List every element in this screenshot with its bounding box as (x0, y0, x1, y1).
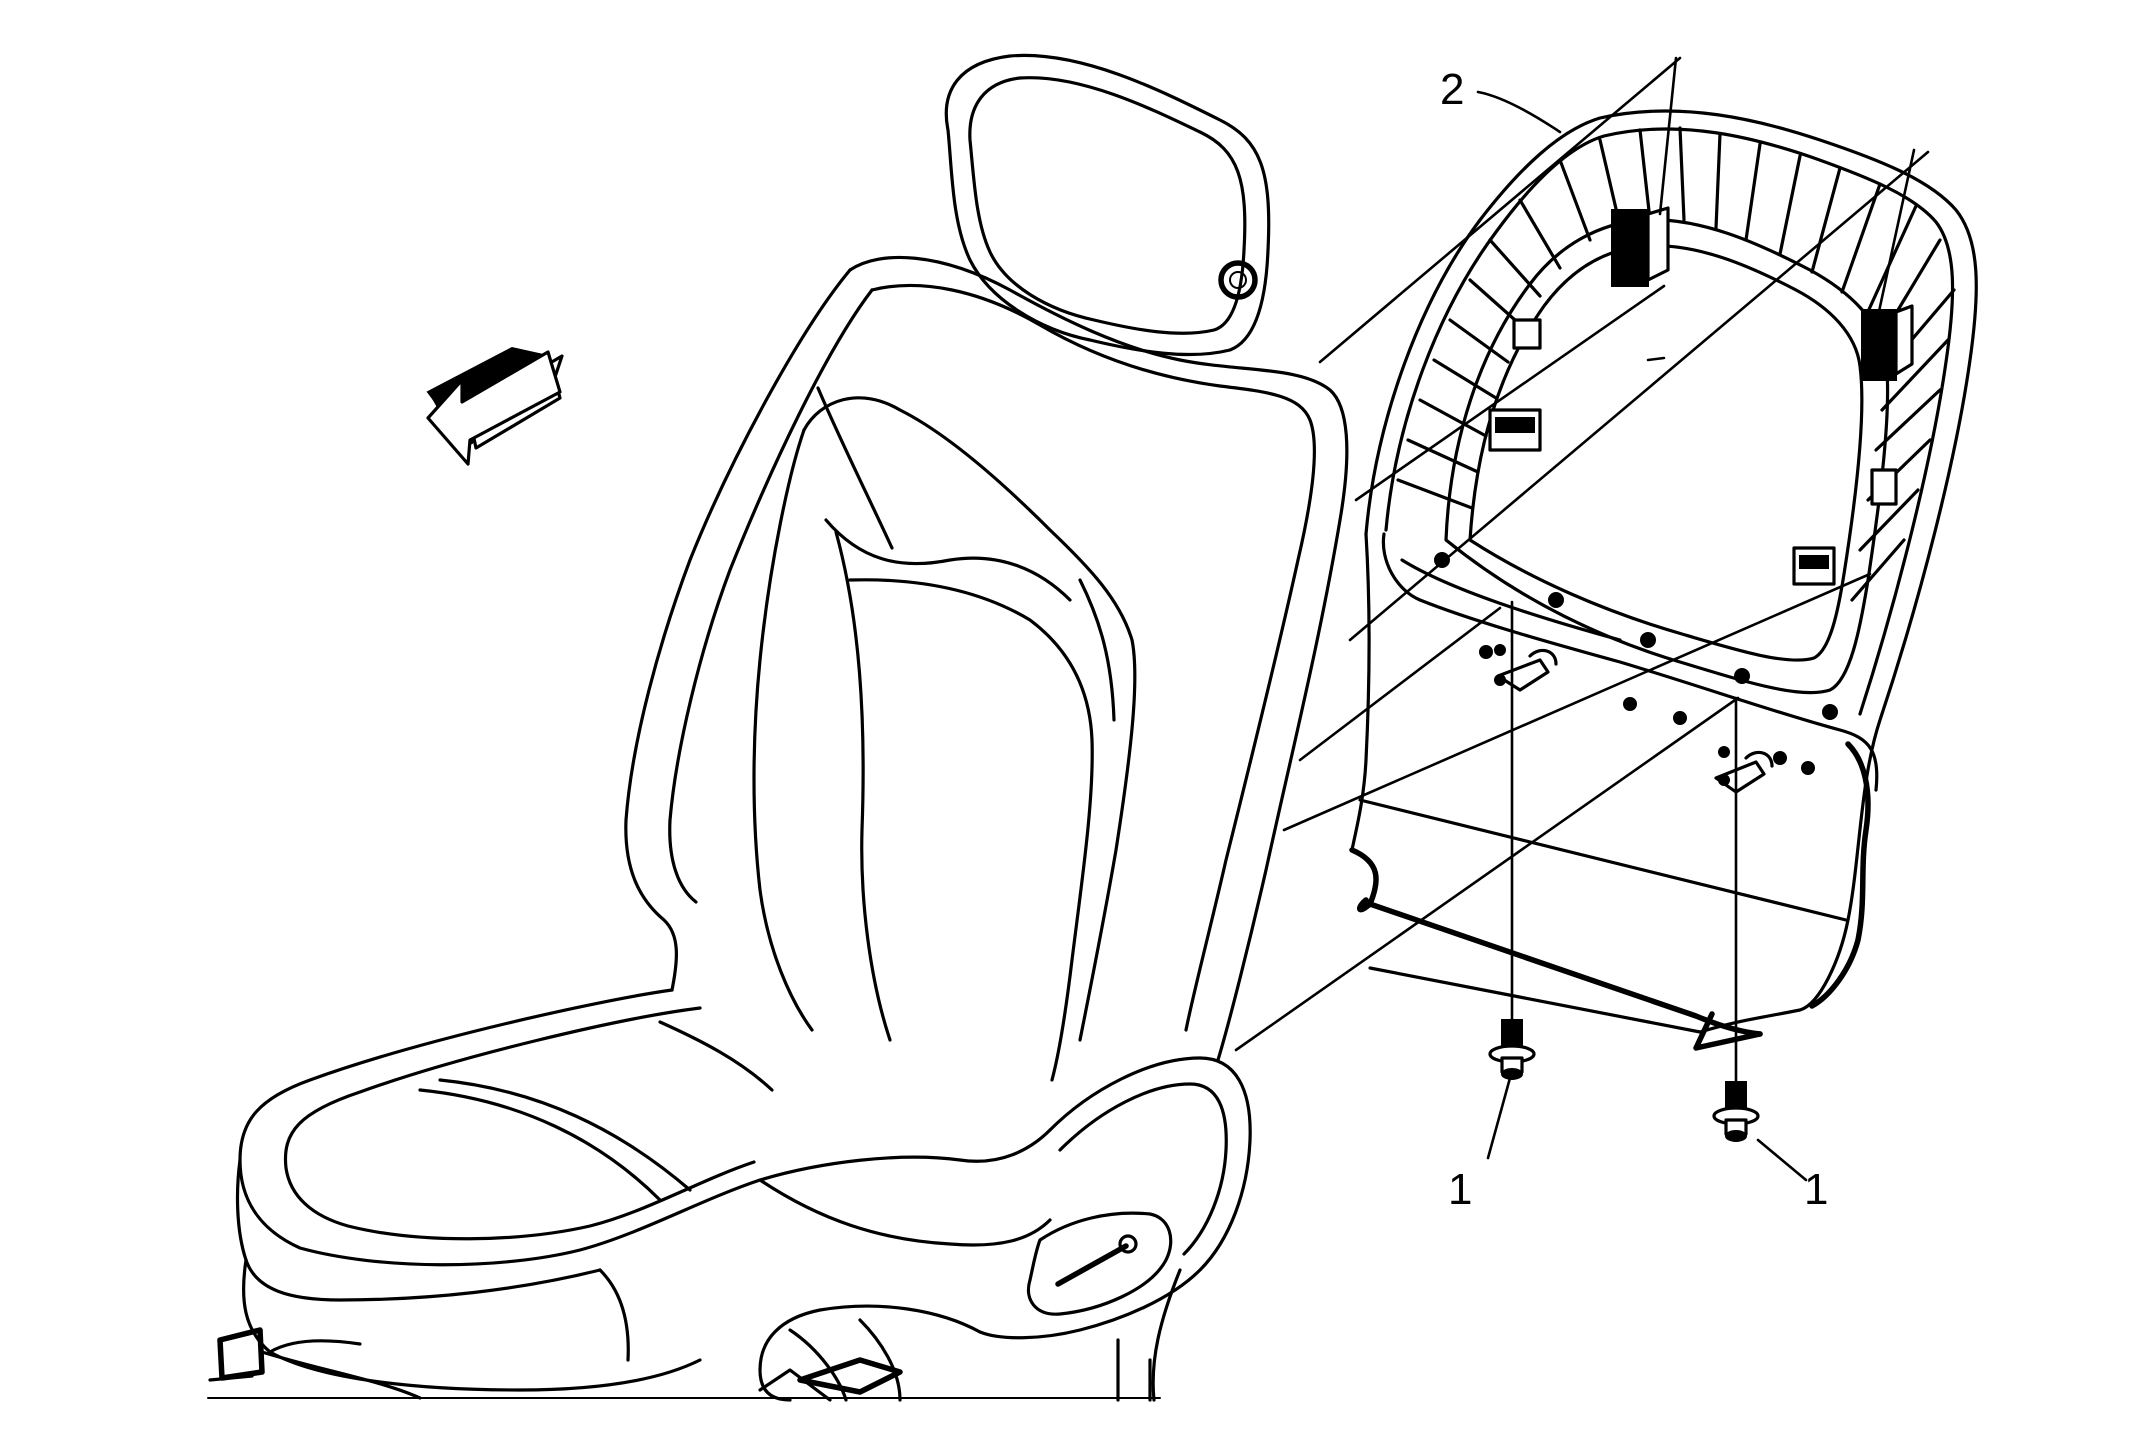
frame-ribs (1396, 126, 1956, 602)
front-arrow-icon (426, 346, 564, 466)
seatback (624, 255, 1349, 1082)
seat-assembly (207, 53, 1349, 1402)
push-pin-retainer-icon (1488, 1019, 1760, 1142)
assembly-lines (1234, 56, 1930, 1084)
callout-label-fastener-right: 1 (1804, 1165, 1828, 1214)
fastener-left (1488, 1019, 1536, 1080)
retaining-clip-upper-right (1861, 304, 1914, 381)
fastener-right (1712, 1081, 1760, 1142)
callout-label-fastener-left: 1 (1448, 1165, 1472, 1214)
seatback-panel (1349, 109, 1978, 1051)
retaining-clip-mid-right (1792, 468, 1898, 586)
seat-cushion (235, 988, 1052, 1392)
callout-leaders (1476, 90, 1808, 1182)
headrest (944, 53, 1271, 357)
flange-holes (1434, 552, 1838, 775)
callout-label-seatback-panel: 2 (1440, 65, 1464, 114)
side-shield (207, 1056, 1252, 1402)
retaining-clip-upper-left (1611, 206, 1670, 287)
retaining-clip-mid-left (1488, 318, 1542, 452)
panel-hook-right (1714, 746, 1774, 794)
panel-hook-left (1494, 644, 1558, 692)
